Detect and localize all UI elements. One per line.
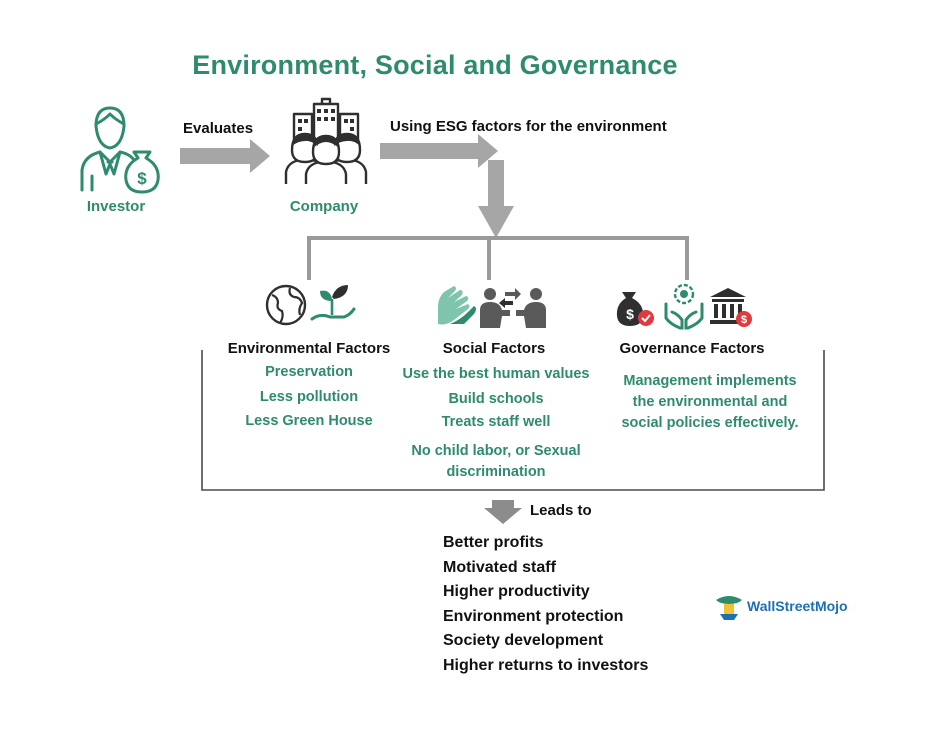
people-exchange-icon <box>480 288 546 328</box>
investor-icon: $ <box>80 106 160 194</box>
using-esg-label: Using ESG factors for the environment <box>390 118 667 135</box>
social-factors-heading: Social Factors <box>410 340 578 357</box>
logo-text: WallStreetMojo <box>747 598 848 614</box>
list-item: Better profits <box>443 534 544 551</box>
list-item: No child labor, or Sexual <box>411 443 581 459</box>
factors-connector <box>307 236 689 280</box>
list-item: social policies effectively. <box>621 415 799 431</box>
list-item: Less pollution <box>259 389 359 405</box>
social-factors-list: Use the best human values Build schools … <box>390 364 602 483</box>
list-item: Preservation <box>265 364 353 380</box>
factors-box <box>201 350 825 491</box>
list-item: Use the best human values <box>402 366 590 382</box>
svg-text:$: $ <box>626 306 634 322</box>
leads-to-arrow <box>484 500 522 524</box>
list-item: Society development <box>443 632 604 650</box>
diagram-title: Environment, Social and Governance <box>192 50 678 80</box>
governance-factors-heading: Governance Factors <box>604 340 780 357</box>
list-item: Management implements <box>623 373 797 389</box>
list-item: discrimination <box>446 464 546 480</box>
list-item: Motivated staff <box>443 558 556 576</box>
list-item: Higher returns to investors <box>443 656 649 674</box>
company-icon <box>284 97 368 184</box>
bank-icon: $ <box>710 288 752 327</box>
money-bag-icon: $ <box>124 150 160 194</box>
evaluates-label: Evaluates <box>183 120 254 137</box>
outcomes-list: Better profits Motivated staff Higher pr… <box>443 531 648 679</box>
logo-icon <box>716 596 742 620</box>
leads-to-label: Leads to <box>530 502 592 519</box>
company-label: Company <box>289 198 359 215</box>
svg-text:$: $ <box>137 169 147 188</box>
list-item: Less Green House <box>245 413 373 429</box>
handshake-icon <box>438 286 476 325</box>
evaluates-arrow <box>180 139 270 173</box>
investor-label: Investor <box>86 198 146 215</box>
environmental-factors-list: Preservation Less pollution Less Green H… <box>214 362 404 432</box>
money-bag-check-icon: $ <box>616 292 654 326</box>
list-item: the environmental and <box>632 394 788 410</box>
list-item: Treats staff well <box>441 414 551 430</box>
list-item: Higher productivity <box>443 583 590 601</box>
using-esg-arrow <box>380 134 514 238</box>
care-hands-icon <box>664 283 704 330</box>
list-item: Build schools <box>448 391 544 407</box>
governance-factors-list: Management implements the environmental … <box>600 371 820 434</box>
list-item: Environment protection <box>443 607 624 625</box>
globe-icon <box>265 284 307 326</box>
svg-text:$: $ <box>741 314 747 326</box>
plant-hand-icon <box>310 285 356 321</box>
environmental-factors-heading: Environmental Factors <box>214 340 404 357</box>
